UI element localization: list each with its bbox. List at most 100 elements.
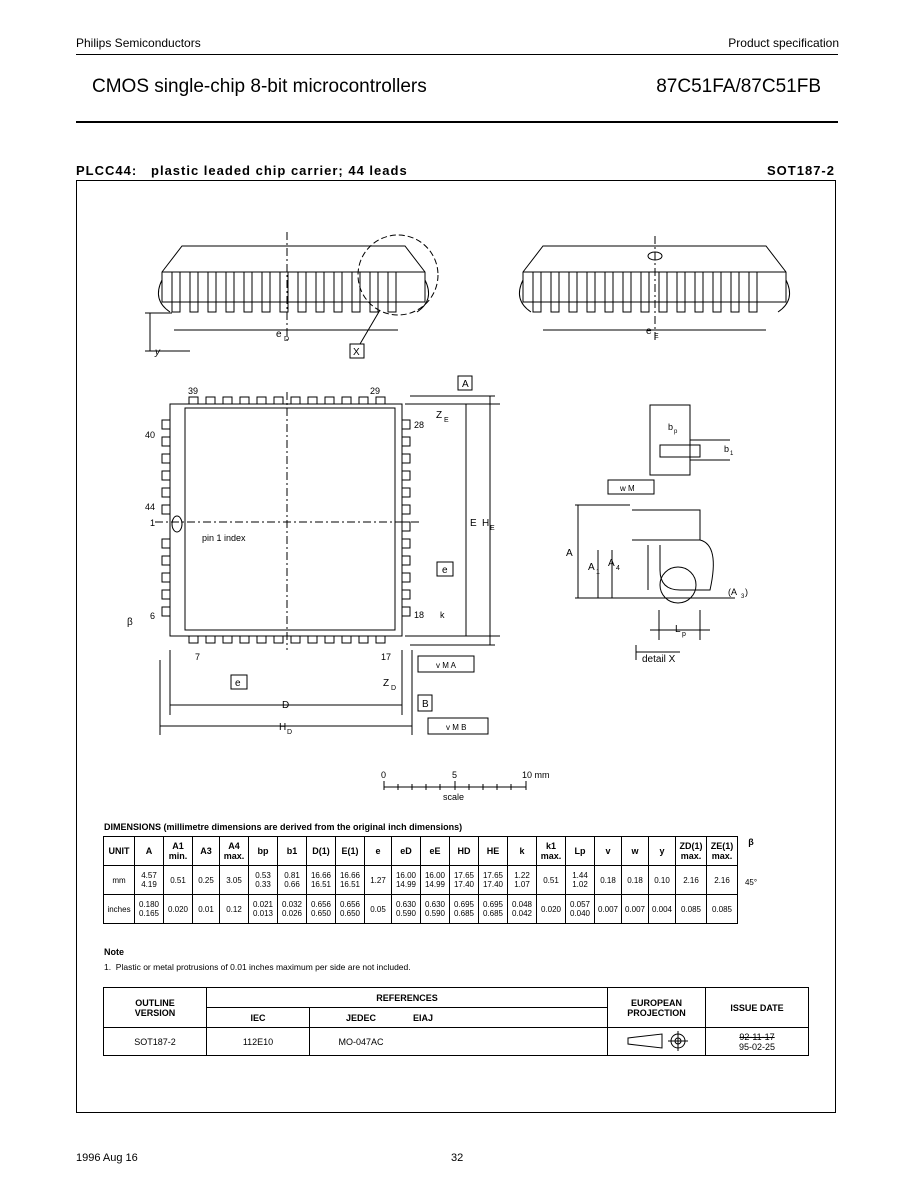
package-drawing-frame [76,180,836,1113]
tolerance-w: w M [619,484,635,493]
header-cell: A4 max. [219,836,249,866]
label-A3-close: ) [745,587,748,597]
header-cell: D(1) [306,836,336,866]
note-text: 1. Plastic or metal protrusions of 0.01 … [104,962,411,972]
scale-tick-10: 10 mm [522,770,550,780]
value-cell: 0.007 [594,894,622,924]
issue-date-header: ISSUE DATE [705,987,809,1028]
iec-header: IEC [206,1007,310,1028]
value-cell: 1.27 [364,865,392,895]
pin-1: 1 [150,518,155,528]
value-cell: 0.630 0.590 [420,894,450,924]
label-A3-sub: 3 [741,594,745,600]
pin-44: 44 [145,502,155,512]
document-title: CMOS single-chip 8-bit microcontrollers [92,76,427,97]
value-cell: 0.021 0.013 [248,894,278,924]
tolerance-v-b: v M B [446,723,466,732]
issue-date-old: 92-11-17 [739,1031,775,1042]
eiaj-header: EIAJ [412,1007,608,1028]
header-cell: y [648,836,676,866]
scale-bar: 0 5 10 mm scale [381,770,550,802]
label-zd: Z [383,678,389,689]
label-Lp: L [675,624,681,635]
value-cell: 0.51 [536,865,566,895]
pin-7: 7 [195,652,200,662]
header-cell: e [364,836,392,866]
value-cell: 0.007 [621,894,649,924]
pin-29: 29 [370,386,380,396]
pin-40: 40 [145,430,155,440]
part-number: 87C51FA/87C51FB [656,76,821,97]
title-rule [76,121,838,123]
header-cell: E(1) [335,836,365,866]
datum-a-label: A [462,379,469,390]
header-cell: bp [248,836,278,866]
document-type: Product specification [728,36,839,50]
iec-value: 112E10 [206,1027,310,1056]
header-rule [76,54,838,55]
dimensions-title: DIMENSIONS (millimetre dimensions are de… [104,822,463,832]
value-cell: 17.65 17.40 [449,865,479,895]
value-cell: 0.695 0.685 [478,894,508,924]
header-cell: ZD(1) max. [675,836,707,866]
header-cell: b1 [277,836,307,866]
header-cell: k1 max. [536,836,566,866]
eiaj-value [412,1027,608,1056]
beta-header: β [748,836,754,847]
scale-tick-0: 0 [381,770,386,780]
header-cell: A3 [192,836,220,866]
label-ed: e [276,329,282,340]
header-cell: HE [478,836,508,866]
header-cell: eE [420,836,450,866]
value-cell: 16.66 16.51 [335,865,365,895]
label-ze-sub: E [444,417,449,424]
label-Lp-sub: p [682,631,686,638]
label-y: y [154,347,161,358]
scale-tick-5: 5 [452,770,457,780]
header-cell: v [594,836,622,866]
header-cell: A1 min. [163,836,193,866]
value-cell: 1.22 1.07 [507,865,537,895]
value-cell: 0.18 [621,865,649,895]
header-cell: w [621,836,649,866]
value-cell: 0.12 [219,894,249,924]
label-ee: e [646,326,652,337]
datum-b-label: B [422,699,429,710]
header-cell: Lp [565,836,595,866]
value-cell: 2.16 [706,865,738,895]
value-cell: 16.00 14.99 [420,865,450,895]
outline-version-header: OUTLINE VERSION [103,987,207,1028]
label-A1: A [588,562,595,573]
dimensions-row-mm: mm 4.57 4.19 0.51 0.25 3.05 0.53 0.33 0.… [103,865,765,895]
value-cell: 0.630 0.590 [391,894,421,924]
package-code: SOT187-2 [767,163,835,178]
label-e-box-bottom: e [235,678,241,689]
label-bp: b [668,422,673,432]
pin-6: 6 [150,611,155,621]
value-cell: 0.020 [536,894,566,924]
header-cell: HD [449,836,479,866]
label-A3: (A [728,587,737,597]
value-cell: 17.65 17.40 [478,865,508,895]
pin-18: 18 [414,610,424,620]
label-HE: H [482,518,489,529]
european-projection-header: EUROPEAN PROJECTION [607,987,706,1028]
value-cell: 4.57 4.19 [134,865,164,895]
value-cell: 0.53 0.33 [248,865,278,895]
value-cell: 0.656 0.650 [306,894,336,924]
unit-cell: inches [103,894,135,924]
value-cell: 0.695 0.685 [449,894,479,924]
value-cell: 0.085 [675,894,707,924]
company-name: Philips Semiconductors [76,36,201,50]
beta-value: 45° [744,877,758,887]
outline-value: SOT187-2 [103,1027,207,1056]
value-cell: 0.180 0.165 [134,894,164,924]
references-header: REFERENCES [206,987,608,1008]
label-E: E [470,518,477,529]
value-cell: 0.032 0.026 [277,894,307,924]
label-b1-sub: 1 [730,451,734,457]
dimensions-row-inches: inches 0.180 0.165 0.020 0.01 0.12 0.021… [103,894,765,924]
value-cell: 1.44 1.02 [565,865,595,895]
header-cell: ZE(1) max. [706,836,738,866]
value-cell: 0.004 [648,894,676,924]
